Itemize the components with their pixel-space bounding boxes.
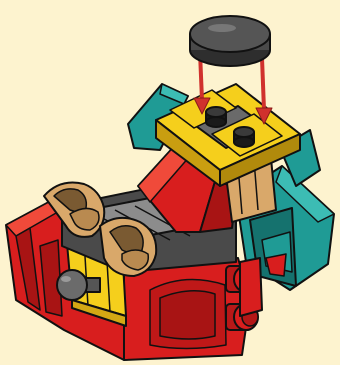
- round-plate-new-part: [190, 16, 270, 66]
